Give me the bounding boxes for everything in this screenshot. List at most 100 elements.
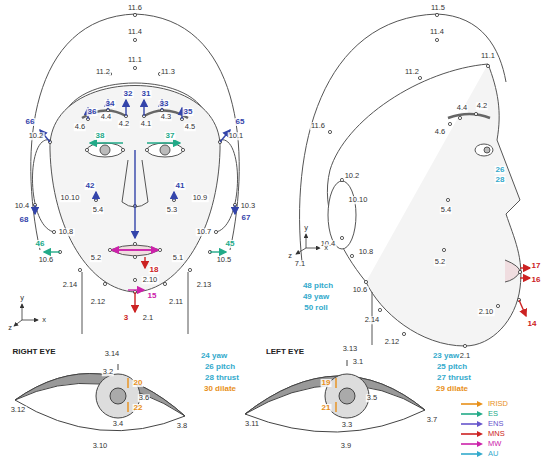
fap-number: 18 — [149, 266, 160, 274]
feature-point-label: 11.2 — [95, 68, 111, 76]
feature-point-label: x — [323, 244, 329, 252]
feature-point-label: 4.6 — [74, 123, 86, 131]
fap-number: 19 — [321, 379, 332, 387]
feature-point-label: 5.4 — [92, 206, 104, 214]
feature-point-label: 4.2 — [476, 102, 488, 110]
feature-point-label: 2.10 — [478, 308, 495, 316]
feature-point-label: 3.9 — [340, 442, 352, 450]
feature-point-label: 10.3 — [240, 202, 257, 210]
feature-point-label: 10.5 — [216, 256, 233, 264]
feature-point-label: 3.8 — [176, 422, 188, 430]
feature-point-label: 10.7 — [196, 228, 213, 236]
feature-point-label: 3.6 — [138, 394, 150, 402]
legend-text: MNS — [488, 430, 505, 438]
fap-number: 20 — [133, 379, 144, 387]
fap-number: 26 pitch — [204, 363, 236, 371]
feature-point-label: 11.5 — [430, 4, 446, 12]
legend-arrow — [460, 400, 484, 408]
feature-point-label: 2.11 — [168, 298, 184, 306]
feature-point-label: 10.2 — [28, 132, 45, 140]
feature-point-label: 10.6 — [38, 256, 55, 264]
feature-point-label: 4.6 — [434, 128, 446, 136]
feature-point-label: 4.5 — [184, 123, 196, 131]
feature-point-label: 10.8 — [358, 248, 375, 256]
feature-point-label: 11.3 — [160, 68, 176, 76]
fap-number: 36 — [87, 108, 98, 116]
eye-heading: LEFT EYE — [265, 348, 305, 356]
feature-point-label: 11.2 — [404, 68, 420, 76]
feature-point-label: 4.2 — [118, 120, 130, 128]
feature-point-label: 3.11 — [244, 420, 260, 428]
fap-number: 16 — [531, 276, 542, 284]
feature-point-label: x — [41, 316, 47, 324]
fap-number: 32 — [123, 90, 134, 98]
feature-point-label: 3.1 — [352, 358, 364, 366]
fap-number: 24 yaw — [200, 352, 228, 360]
fap-number: 68 — [19, 216, 30, 224]
fap-number: 50 roll — [303, 304, 329, 312]
eye-heading: RIGHT EYE — [11, 348, 56, 356]
feature-point-label: 2.14 — [364, 316, 381, 324]
feature-point-label: 2.12 — [90, 298, 107, 306]
fap-number: 30 dilate — [203, 385, 237, 393]
feature-point-label: 3.13 — [342, 345, 359, 353]
legend-arrow — [460, 430, 484, 438]
fap-number: 48 pitch — [302, 282, 334, 290]
legend-text: IRISD — [488, 400, 508, 408]
feature-point-label: 10.10 — [348, 196, 369, 204]
feature-point-label: 10.1 — [228, 132, 245, 140]
fap-number: 14 — [527, 320, 538, 328]
feature-point-label: 2.13 — [196, 281, 213, 289]
fap-number: 37 — [165, 132, 176, 140]
feature-point-label: 10.2 — [344, 172, 361, 180]
feature-point-label: 4.4 — [456, 104, 468, 112]
feature-point-label: 2.1 — [459, 352, 471, 360]
feature-point-label: 7.1 — [294, 260, 306, 268]
feature-point-label: 2.1 — [142, 314, 154, 322]
feature-point-label: 3.2 — [102, 368, 114, 376]
fap-number: 33 — [159, 100, 170, 108]
fap-number: 25 pitch — [436, 363, 468, 371]
fap-number: 15 — [147, 292, 158, 300]
feature-point-label: 3.14 — [104, 350, 121, 358]
feature-point-label: 11.4 — [429, 28, 445, 36]
legend-text: AU — [488, 450, 498, 458]
fap-number: 17 — [531, 262, 542, 270]
legend-arrow — [460, 410, 484, 418]
fap-number: 42 — [85, 182, 96, 190]
feature-point-label: 10.9 — [192, 194, 209, 202]
feature-point-label: 3.10 — [92, 442, 109, 450]
feature-point-label: 10.8 — [58, 228, 75, 236]
feature-point-label: y — [19, 294, 25, 302]
feature-point-label: 4.3 — [160, 113, 172, 121]
fap-number: 41 — [175, 182, 186, 190]
feature-point-label: 11.6 — [127, 4, 143, 12]
feature-point-label: 3.3 — [341, 421, 353, 429]
fap-number: 34 — [105, 100, 116, 108]
fap-number: 22 — [133, 404, 144, 412]
fap-number: 38 — [95, 132, 106, 140]
legend-arrow — [460, 450, 484, 458]
feature-point-label: 10.4 — [14, 202, 31, 210]
fap-number: 66 — [25, 118, 36, 126]
fap-number: 65 — [235, 118, 246, 126]
feature-point-label: z — [287, 252, 293, 260]
fap-number: 21 — [321, 404, 332, 412]
fap-number: 23 yaw — [432, 352, 460, 360]
feature-point-label: 2.12 — [384, 338, 401, 346]
fap-number: 26 — [495, 166, 506, 174]
fap-number: 67 — [241, 214, 252, 222]
feature-point-label: 5.4 — [440, 206, 452, 214]
feature-point-label: 3.4 — [112, 420, 124, 428]
feature-point-label: 2.10 — [142, 276, 159, 284]
fap-number: 46 — [35, 240, 46, 248]
fap-number: 31 — [141, 90, 152, 98]
feature-point-label: 3.5 — [366, 394, 378, 402]
legend-text: MW — [488, 440, 501, 448]
fap-number: 28 — [495, 176, 506, 184]
feature-point-label: y — [303, 224, 309, 232]
feature-point-label: 11.4 — [127, 28, 143, 36]
feature-point-label: 2.14 — [62, 281, 79, 289]
feature-point-label: 4.1 — [140, 120, 152, 128]
